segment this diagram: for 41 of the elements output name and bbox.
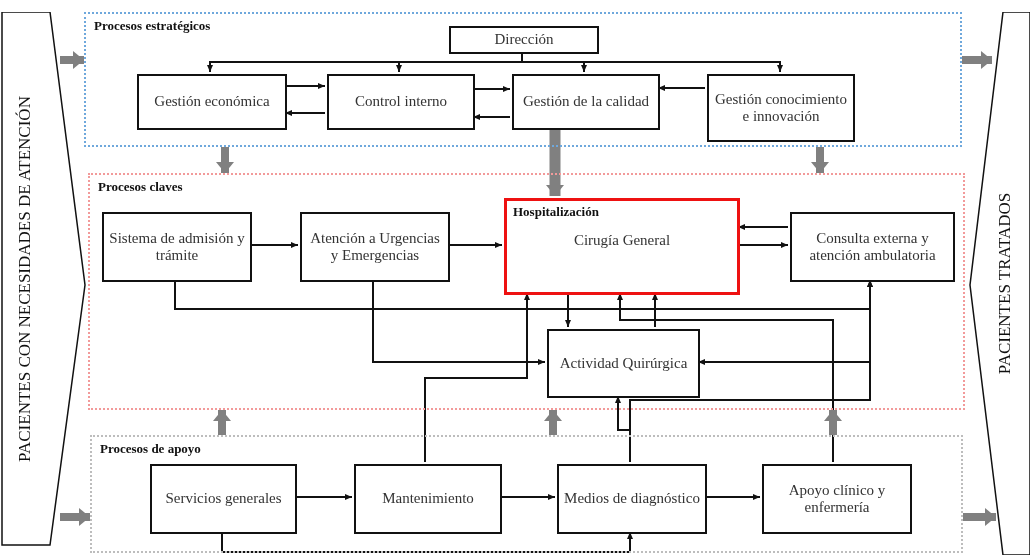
process-group bbox=[88, 173, 965, 410]
block-arrow bbox=[60, 508, 90, 526]
process-box bbox=[790, 212, 955, 282]
process-box bbox=[707, 74, 855, 142]
process-group bbox=[90, 435, 963, 553]
process-box bbox=[557, 464, 707, 534]
process-box bbox=[137, 74, 287, 130]
box-label: Gestión conocimiento e innovación bbox=[713, 90, 849, 126]
band-label: PACIENTES CON NECESIDADES DE ATENCIÓN bbox=[15, 95, 35, 464]
box-label: Control interno bbox=[354, 93, 448, 111]
process-box bbox=[354, 464, 502, 534]
box-label: Cirugía General bbox=[573, 231, 671, 250]
box-label: Sistema de admisión y trámite bbox=[108, 229, 246, 265]
group-title: Procesos de apoyo bbox=[100, 441, 201, 457]
block-arrow bbox=[963, 508, 996, 526]
process-box bbox=[449, 26, 599, 54]
box-label: Mantenimiento bbox=[382, 490, 474, 508]
block-arrow bbox=[546, 128, 564, 196]
box-label: Servicios generales bbox=[165, 490, 282, 508]
group-title: Procesos estratégicos bbox=[94, 18, 211, 34]
process-box bbox=[547, 329, 700, 398]
box-label: Gestión económica bbox=[154, 93, 270, 111]
box-label: Consulta externa y atención ambulatoria bbox=[808, 229, 937, 265]
box-label: Actividad Quirúrgica bbox=[559, 354, 688, 373]
box-label: Atención a Urgencias y Emergencias bbox=[309, 229, 441, 265]
highlighted-process-box bbox=[504, 198, 740, 295]
box-label: Apoyo clínico y enfermería bbox=[787, 481, 887, 517]
process-box bbox=[327, 74, 475, 130]
process-box bbox=[102, 212, 252, 282]
band-label: PACIENTES TRATADOS bbox=[995, 191, 1015, 377]
process-box bbox=[762, 464, 912, 534]
box-label: Medios de diagnóstico bbox=[564, 490, 700, 508]
box-title: Hospitalización bbox=[513, 205, 599, 220]
block-arrow bbox=[962, 51, 992, 69]
process-group bbox=[84, 12, 962, 147]
box-label: Dirección bbox=[494, 31, 554, 49]
process-box bbox=[512, 74, 660, 130]
process-box bbox=[150, 464, 297, 534]
box-label: Gestión de la calidad bbox=[522, 93, 650, 111]
process-box bbox=[300, 212, 450, 282]
group-title: Procesos claves bbox=[98, 179, 183, 195]
